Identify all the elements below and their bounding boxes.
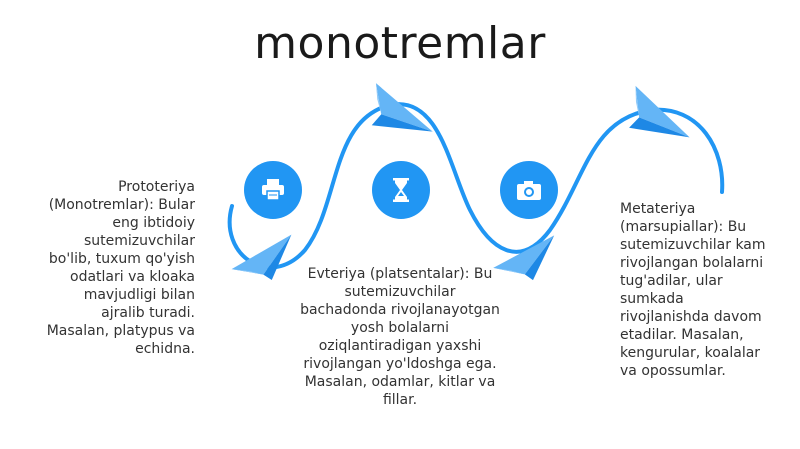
paper-plane-icon <box>493 235 555 281</box>
step-3-text: Metateriya (marsupiallar): Bu sutemizuvc… <box>620 201 766 379</box>
paper-plane-icon <box>629 85 690 138</box>
step-2-text: Evteriya (platsentalar): Bu sutemizuvchi… <box>300 266 500 408</box>
page-title: monotremlar <box>254 18 546 69</box>
step-1-text: Prototeriya (Monotremlar): Bular eng ibt… <box>46 179 195 357</box>
camera-icon <box>517 181 541 200</box>
step-2-circle <box>372 161 430 219</box>
step-1-circle <box>244 161 302 219</box>
printer-icon <box>262 179 284 201</box>
hourglass-icon <box>393 178 409 202</box>
step-3-circle <box>500 161 558 219</box>
